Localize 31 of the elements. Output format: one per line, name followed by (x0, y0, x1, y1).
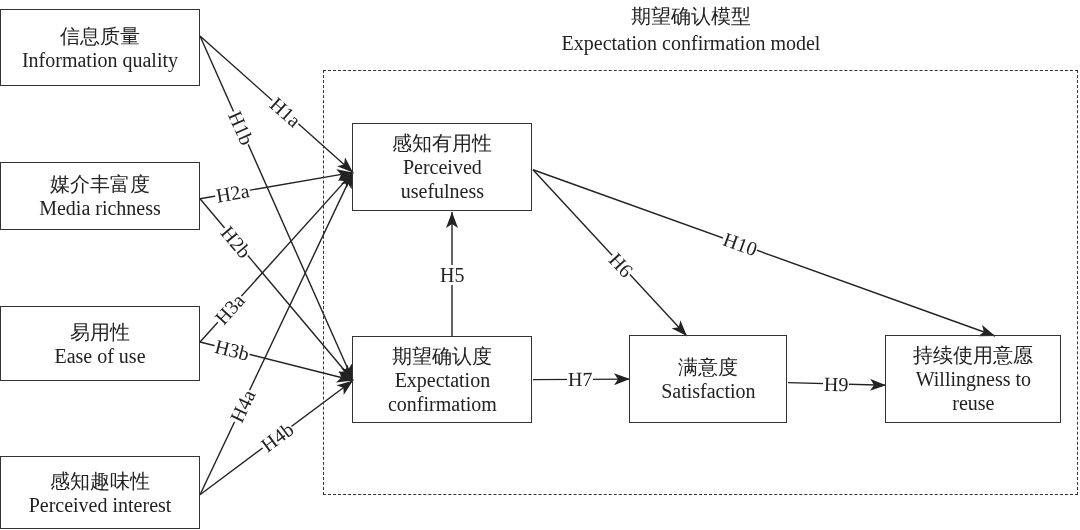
box-label: Willingness to reuse (914, 367, 1033, 416)
box-label: Satisfaction (661, 379, 756, 404)
box-label: Perceived usefulness (399, 155, 486, 204)
box-label: Perceived interest (28, 492, 172, 517)
concept-box (0, 456, 200, 529)
concept-box (0, 162, 200, 230)
concept-box (352, 336, 533, 424)
box-label: 信息质量 (60, 23, 140, 48)
box-label: 感知有用性 (392, 131, 493, 156)
arrow (199, 171, 354, 496)
concept-box (629, 335, 788, 424)
arrow (446, 211, 458, 338)
box-label: 期望确认度 (392, 343, 493, 368)
box-label: Ease of use (54, 343, 146, 368)
arrow (532, 169, 688, 337)
box-label: 感知趣味性 (50, 468, 150, 493)
arrow (532, 169, 996, 337)
box-label: Information quality (21, 47, 179, 72)
box-label: Expectation confirmatiom (386, 367, 498, 416)
box-label: 媒介丰富度 (50, 172, 150, 196)
frame-title: Expectation confirmation model (561, 31, 821, 56)
box-label: Media richness (39, 196, 161, 220)
concept-box (0, 9, 200, 86)
frame-title: 期望确认模型 (631, 4, 751, 29)
concept-box (885, 335, 1062, 424)
box-label: 持续使用意愿 (913, 343, 1034, 368)
edge-label: H5 (439, 265, 466, 285)
box-label: 满意度 (678, 355, 739, 380)
concept-box (0, 306, 200, 381)
concept-box (352, 123, 533, 212)
box-label: 易用性 (70, 319, 130, 344)
